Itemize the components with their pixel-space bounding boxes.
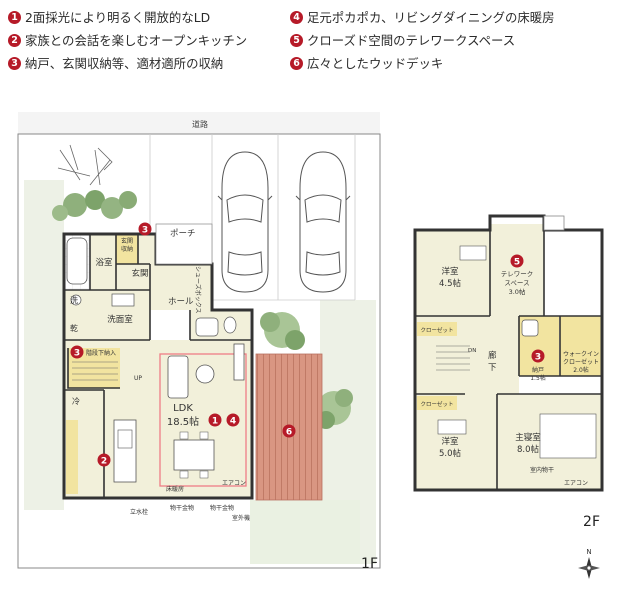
hallway-label: 廊 bbox=[488, 350, 497, 361]
storage-size: 1.5帖 bbox=[530, 374, 546, 382]
entrance-storage-label-2: 収納 bbox=[121, 245, 133, 253]
clothesline-label-2: 物干金物 bbox=[210, 504, 234, 512]
dry-label: 乾 bbox=[70, 323, 78, 333]
telework-label-2: スペース bbox=[504, 279, 529, 287]
bath-label: 浴室 bbox=[95, 257, 113, 268]
car-1 bbox=[217, 151, 273, 293]
feature-item: 2 家族との会話を楽しむオープンキッチン bbox=[8, 31, 247, 49]
feature-badge-6 bbox=[282, 424, 296, 438]
entrance-storage-label: 玄関 bbox=[121, 237, 133, 245]
faucet-label: 立水栓 bbox=[130, 508, 148, 516]
feature-text: 広々としたウッドデッキ bbox=[307, 56, 444, 71]
shoe-closet-label: シューズボックス bbox=[194, 266, 202, 314]
master-size: 8.0帖 bbox=[517, 444, 540, 455]
garden-bottom bbox=[250, 500, 360, 564]
feature-badge: 4 bbox=[290, 10, 303, 24]
svg-text:1: 1 bbox=[212, 417, 218, 427]
wic-label: ウォークイン bbox=[563, 350, 599, 358]
telework-size: 3.0帖 bbox=[509, 287, 526, 296]
porch-label: ポーチ bbox=[170, 229, 196, 239]
western1-size: 4.5帖 bbox=[439, 278, 462, 289]
fridge-label: 冷 bbox=[72, 396, 80, 406]
floor2-plan: 洋室 4.5帖 クローゼット テレワーク スペース 3.0帖 廊 下 DN 納戸… bbox=[413, 214, 604, 530]
svg-text:3: 3 bbox=[74, 349, 80, 359]
hallway-label-2: 下 bbox=[488, 363, 497, 373]
floor1-labels: 浴室 玄関 収納 ポーチ 玄関 シューズボックス ホール 洗 乾 洗面室 階段下… bbox=[70, 229, 250, 522]
floor2-label: 2F bbox=[583, 514, 600, 530]
tree-sketch bbox=[57, 144, 113, 186]
svg-text:4: 4 bbox=[230, 417, 236, 427]
master-label: 主寝室 bbox=[515, 432, 541, 443]
north-arrow-icon: N bbox=[578, 548, 600, 579]
floor1-site: 道路 bbox=[17, 112, 381, 572]
feature-text: 足元ポカポカ、リビングダイニングの床暖房 bbox=[307, 10, 555, 25]
up-label: UP bbox=[134, 375, 142, 382]
feature-text: 2面採光により明るく開放的なLD bbox=[25, 10, 211, 25]
feature-badge: 3 bbox=[8, 56, 21, 70]
under-stairs-label: 階段下納入 bbox=[86, 349, 116, 357]
floor-heating-label: 床暖房 bbox=[166, 485, 184, 493]
svg-text:2: 2 bbox=[101, 457, 107, 467]
closet1-label: クローゼット bbox=[420, 326, 453, 334]
svg-text:3: 3 bbox=[142, 226, 148, 236]
indoor-dryer-label: 室内物干 bbox=[530, 466, 554, 474]
svg-text:N: N bbox=[586, 548, 591, 556]
storage-label: 納戸 bbox=[532, 366, 544, 374]
wic-label-2: クローゼット bbox=[563, 358, 599, 366]
feature-item: 6 広々としたウッドデッキ bbox=[290, 54, 443, 72]
feature-text: クローズド空間のテレワークスペース bbox=[307, 33, 516, 48]
feature-item: 1 2面採光により明るく開放的なLD bbox=[8, 8, 210, 26]
feature-badge: 6 bbox=[290, 56, 303, 70]
ldk-size-label: 18.5帖 bbox=[167, 415, 199, 428]
feature-item: 3 納戸、玄関収納等、適材適所の収納 bbox=[8, 54, 223, 72]
floor-heating-area bbox=[159, 353, 247, 487]
feature-text: 家族との会話を楽しむオープンキッチン bbox=[25, 33, 248, 48]
svg-text:3: 3 bbox=[535, 353, 541, 363]
shrub-green bbox=[52, 190, 353, 429]
hall-label: ホール bbox=[168, 297, 194, 307]
clothesline-label-1: 物干金物 bbox=[170, 504, 194, 512]
car-2 bbox=[295, 151, 351, 293]
road-area bbox=[18, 112, 380, 134]
feature-badge-6-num: 6 bbox=[286, 428, 292, 438]
feature-badge: 5 bbox=[290, 33, 303, 47]
house-1f bbox=[62, 223, 254, 500]
floor1-badges: 3 3 2 1 4 bbox=[70, 222, 240, 467]
feature-legend: 1 2面採光により明るく開放的なLD 2 家族との会話を楽しむオープンキッチン … bbox=[6, 4, 616, 74]
floor1-label: 1F bbox=[361, 556, 378, 572]
aircon-label-1f: エアコン bbox=[222, 480, 246, 487]
dn-label: DN bbox=[468, 348, 476, 354]
closet2-label: クローゼット bbox=[420, 400, 453, 408]
washroom-label: 洗面室 bbox=[107, 314, 133, 325]
feature-badge: 1 bbox=[8, 10, 21, 24]
wic-size: 2.0帖 bbox=[573, 366, 589, 374]
western2-label: 洋室 bbox=[441, 436, 459, 447]
road-label: 道路 bbox=[192, 119, 208, 129]
svg-text:5: 5 bbox=[514, 258, 520, 268]
garden-left bbox=[24, 180, 64, 510]
feature-item: 5 クローズド空間のテレワークスペース bbox=[290, 31, 515, 49]
telework-label: テレワーク bbox=[501, 270, 534, 278]
aircon-label-2f: エアコン bbox=[564, 480, 588, 487]
ldk-label: LDK bbox=[173, 403, 193, 414]
feature-text: 納戸、玄関収納等、適材適所の収納 bbox=[25, 56, 224, 71]
entrance-label: 玄関 bbox=[131, 268, 148, 279]
western1-label: 洋室 bbox=[441, 266, 459, 277]
feature-badge: 2 bbox=[8, 33, 21, 47]
outdoor-unit-label: 室外機 bbox=[232, 514, 250, 522]
feature-item: 4 足元ポカポカ、リビングダイニングの床暖房 bbox=[290, 8, 555, 26]
western2-size: 5.0帖 bbox=[439, 448, 462, 459]
wash-label: 洗 bbox=[70, 295, 78, 305]
